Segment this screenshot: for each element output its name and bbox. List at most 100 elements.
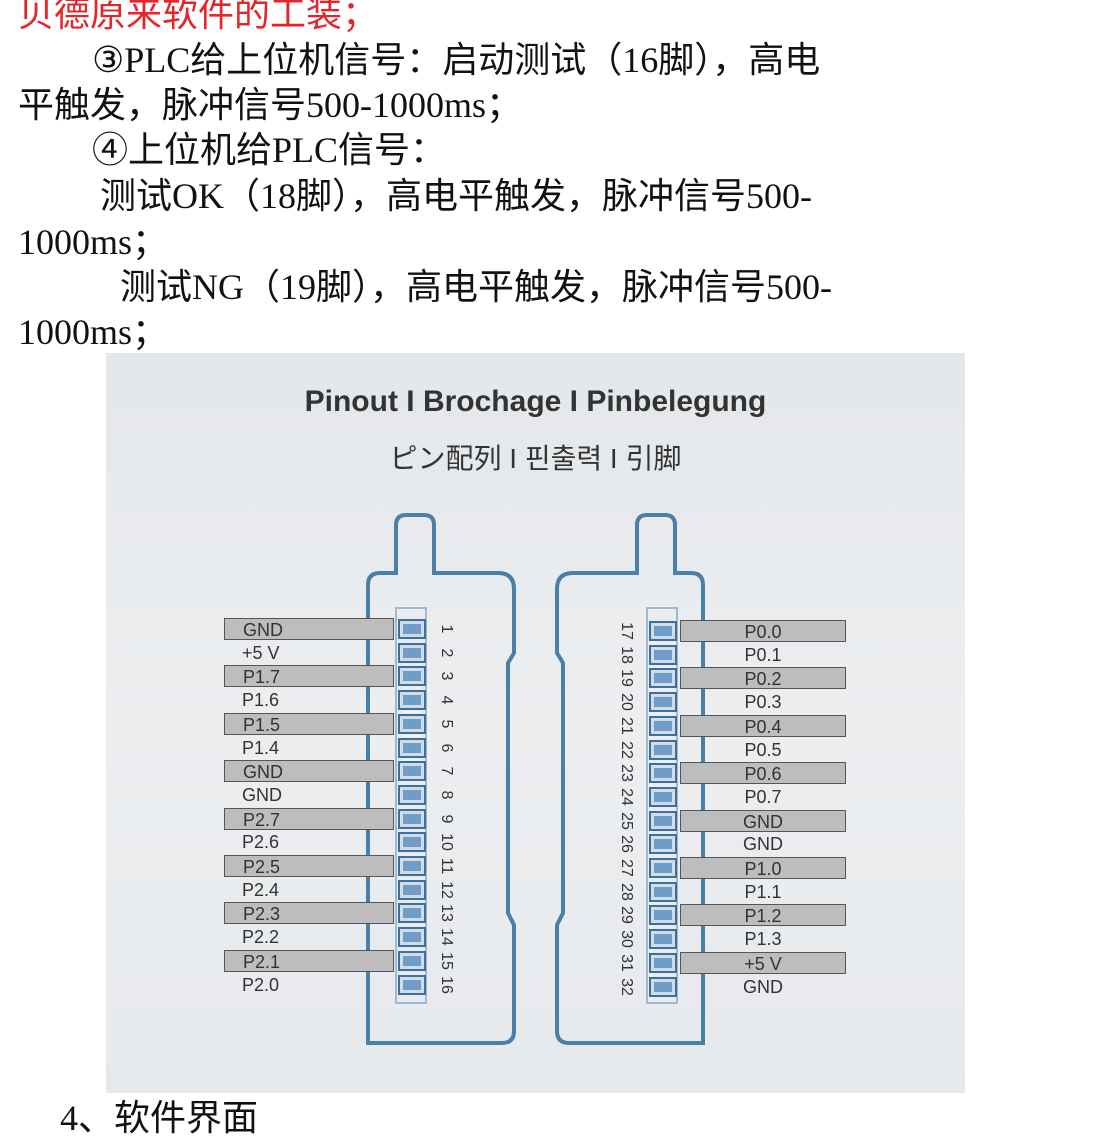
pin-label-left: P2.2 xyxy=(242,927,280,948)
pin-terminal xyxy=(398,713,426,734)
pin-number: 29 xyxy=(618,906,635,925)
test-ok-signal: 测试OK（18脚），高电平触发，脉冲信号500- xyxy=(100,176,812,216)
pin-label-right: P0.4 xyxy=(680,714,846,737)
pin-number: 24 xyxy=(618,787,635,806)
pin-label-right: P0.7 xyxy=(744,786,782,807)
pin-number: 17 xyxy=(618,622,635,640)
test-ng-signal-cont: 1000ms； xyxy=(18,312,169,352)
pin-label-left: P1.7 xyxy=(224,665,394,688)
pin-label-right: P0.5 xyxy=(744,739,782,760)
test-ok-signal-cont: 1000ms； xyxy=(18,222,169,262)
pin-terminal xyxy=(398,832,426,853)
pin-label-left: P2.3 xyxy=(224,902,394,925)
pin-number: 31 xyxy=(618,953,635,972)
test-ng-signal: 测试NG（19脚），高电平触发，脉冲信号500- xyxy=(120,267,832,307)
pin-terminal xyxy=(398,619,426,639)
pin-terminal xyxy=(398,761,426,782)
pin-number: 25 xyxy=(618,811,635,830)
pin-number: 11 xyxy=(438,857,455,875)
pinout-subtitle: ピン配列 I 핀출력 I 引脚 xyxy=(389,443,682,474)
pin-number: 14 xyxy=(438,928,455,946)
pin-number: 13 xyxy=(438,904,455,923)
pin-label-right: +5 V xyxy=(680,951,846,974)
pin-number: 32 xyxy=(618,977,635,996)
pin-terminal xyxy=(398,784,426,805)
pin-number: 18 xyxy=(618,645,635,664)
pin-number: 4 xyxy=(438,695,455,705)
pin-terminal xyxy=(649,858,677,878)
pin-terminal xyxy=(398,666,426,687)
pin-label-left: P2.6 xyxy=(242,832,280,853)
pin-terminal xyxy=(649,621,677,641)
heading-red: 贝德原来软件的工装； xyxy=(18,0,379,34)
pin-number: 12 xyxy=(438,880,455,899)
pin-terminal xyxy=(398,879,426,900)
pin-terminal xyxy=(398,690,426,711)
pin-terminal xyxy=(649,786,677,807)
pin-terminal xyxy=(649,810,677,831)
pin-terminal xyxy=(398,642,426,663)
pin-number: 2 xyxy=(438,648,455,658)
pin-label-left: P2.0 xyxy=(242,974,280,995)
pin-terminal xyxy=(398,974,426,995)
pin-terminal xyxy=(649,881,677,902)
pin-label-right: P1.3 xyxy=(744,929,782,950)
pin-label-right: P1.1 xyxy=(744,881,782,902)
plc-to-host-signal-cont: 平触发，脉冲信号500-1000ms； xyxy=(18,85,523,125)
pin-terminal xyxy=(649,976,677,997)
pin-label-left: GND xyxy=(224,618,394,640)
pinout-title: Pinout I Brochage I Pinbelegung xyxy=(304,385,767,418)
plc-to-host-signal: ③PLC给上位机信号：启动测试（16脚），高电 xyxy=(92,40,821,80)
pin-terminal xyxy=(398,737,426,758)
pin-terminal xyxy=(649,763,677,784)
pin-number: 19 xyxy=(618,669,635,688)
host-to-plc-heading: ④上位机给PLC信号： xyxy=(92,130,447,170)
pin-terminal xyxy=(649,929,677,950)
pin-label-right: P0.1 xyxy=(744,644,782,665)
pin-terminal xyxy=(398,856,426,876)
pin-label-right: GND xyxy=(743,834,783,855)
pin-label-left: P2.5 xyxy=(224,855,394,877)
pin-terminal xyxy=(649,905,677,926)
pin-terminal xyxy=(649,692,677,713)
pin-terminal xyxy=(649,644,677,665)
pin-label-left: P2.7 xyxy=(224,807,394,830)
pin-label-left: P2.1 xyxy=(224,949,394,972)
pin-terminal xyxy=(649,952,677,973)
pin-number: 6 xyxy=(438,743,455,752)
pin-number: 26 xyxy=(618,835,635,854)
pin-number: 15 xyxy=(438,951,455,970)
pin-number: 28 xyxy=(618,882,635,901)
pin-number: 1 xyxy=(438,624,455,634)
pin-terminal xyxy=(398,927,426,948)
pin-number: 30 xyxy=(618,930,635,948)
pin-number: 10 xyxy=(438,833,455,852)
pin-label-left: P2.4 xyxy=(242,879,280,900)
pin-label-right: P0.6 xyxy=(680,762,846,785)
section-heading: 4、软件界面 xyxy=(60,1098,259,1138)
pin-terminal xyxy=(649,834,677,855)
pin-number: 22 xyxy=(618,740,635,759)
pin-number: 27 xyxy=(618,859,635,877)
pin-number: 7 xyxy=(438,766,455,776)
pin-label-left: GND xyxy=(224,760,394,783)
pin-label-left: P1.6 xyxy=(242,690,280,711)
pin-label-right: P1.2 xyxy=(680,904,846,927)
pin-label-right: P0.2 xyxy=(680,667,846,690)
pin-label-right: GND xyxy=(680,809,846,832)
pin-terminal xyxy=(649,715,677,736)
pin-number: 23 xyxy=(618,764,635,783)
pin-number: 3 xyxy=(438,671,455,681)
connector-outlines xyxy=(366,513,705,1045)
pin-number: 9 xyxy=(438,814,455,824)
pin-terminal xyxy=(398,808,426,829)
pin-label-right: P1.0 xyxy=(680,857,846,879)
pin-label-right: P0.3 xyxy=(744,692,782,713)
pin-terminal xyxy=(649,739,677,760)
pin-label-right: GND xyxy=(743,976,783,997)
pin-terminal xyxy=(398,950,426,971)
pin-label-left: +5 V xyxy=(242,642,280,663)
pinout-photo: Pinout I Brochage I Pinbelegung ピン配列 I 핀… xyxy=(106,353,965,1093)
pin-number: 16 xyxy=(438,975,455,994)
pin-label-left: P1.5 xyxy=(224,712,394,735)
